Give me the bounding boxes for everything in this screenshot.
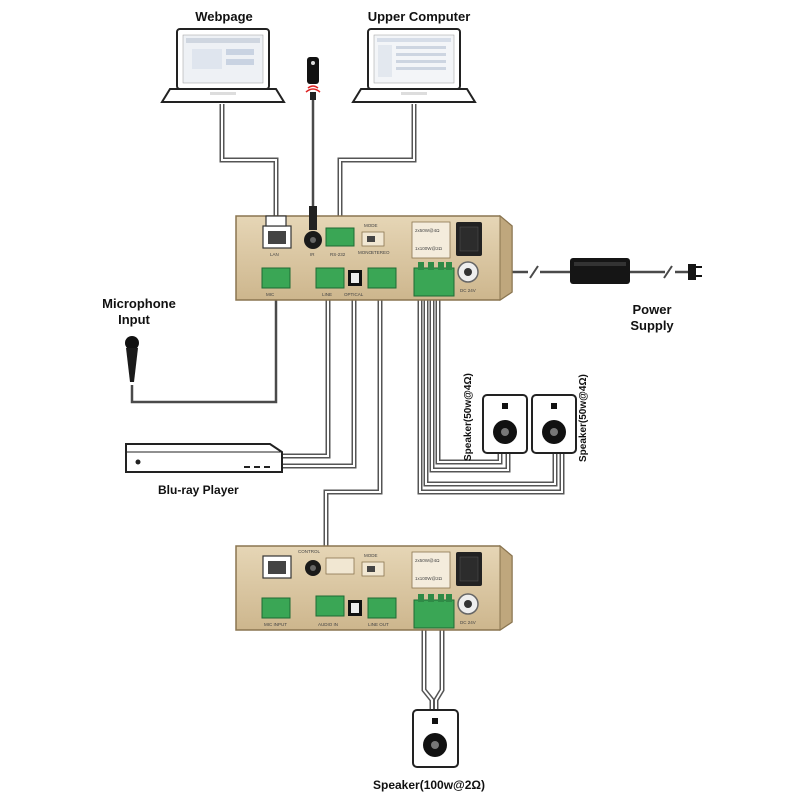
label-spec2: 1x100W@2Ω xyxy=(415,576,443,581)
microphone-label-line1: Microphone xyxy=(102,296,176,311)
top-panel-labels: LAN IR RS-232 MODE MONO STEREO 2x50W@4Ω … xyxy=(266,223,476,297)
speaker-left-label: Speaker(50w@4Ω) xyxy=(463,373,474,461)
ir-receiver xyxy=(305,57,321,100)
label-audio-in: AUDIO IN xyxy=(318,622,338,627)
label-lan: LAN xyxy=(270,252,279,257)
bluray-label: Blu-ray Player xyxy=(158,483,239,497)
upper-computer-laptop xyxy=(351,28,477,103)
label-rs232: RS-232 xyxy=(330,252,346,257)
bluray-player xyxy=(125,443,283,473)
amplifier-top xyxy=(235,206,513,301)
webpage-laptop xyxy=(160,28,286,103)
upper-computer-label: Upper Computer xyxy=(367,9,471,24)
cables xyxy=(130,92,690,712)
speaker-right xyxy=(531,394,577,454)
label-mic-input: MIC INPUT xyxy=(264,622,287,627)
power-supply xyxy=(570,258,702,284)
label-mode: MODE xyxy=(364,223,378,228)
webpage-label: Webpage xyxy=(195,9,253,24)
speaker-bottom xyxy=(412,709,459,768)
power-supply-label-line2: Supply xyxy=(630,318,674,333)
microphone xyxy=(125,336,139,382)
microphone-label-line2: Input xyxy=(118,312,150,327)
speaker-right-label: Speaker(50w@4Ω) xyxy=(578,374,589,462)
label-mode: MODE xyxy=(364,553,378,558)
label-ir: IR xyxy=(310,252,315,257)
label-spec2: 1x100W@2Ω xyxy=(415,246,443,251)
label-line-out: LINE OUT xyxy=(368,622,389,627)
label-spec1: 2x50W@4Ω xyxy=(415,558,440,563)
power-supply-label-line1: Power xyxy=(632,302,672,317)
label-stereo: STEREO xyxy=(371,250,390,255)
bottom-panel-labels: CONTROL MODE 2x50W@4Ω 1x100W@2Ω MIC INPU… xyxy=(264,549,476,627)
label-spec1: 2x50W@4Ω xyxy=(415,228,440,233)
label-optical: OPTICAL xyxy=(344,292,364,297)
label-line: LINE xyxy=(322,292,332,297)
amplifier-bottom xyxy=(235,544,513,631)
label-dc: DC 24V xyxy=(460,620,476,625)
speaker-bottom-label: Speaker(100w@2Ω) xyxy=(373,778,486,792)
label-control: CONTROL xyxy=(298,549,320,554)
label-mic: MIC xyxy=(266,292,275,297)
speaker-left xyxy=(482,394,528,454)
label-mono: MONO xyxy=(358,250,372,255)
label-dc: DC 24V xyxy=(460,288,476,293)
